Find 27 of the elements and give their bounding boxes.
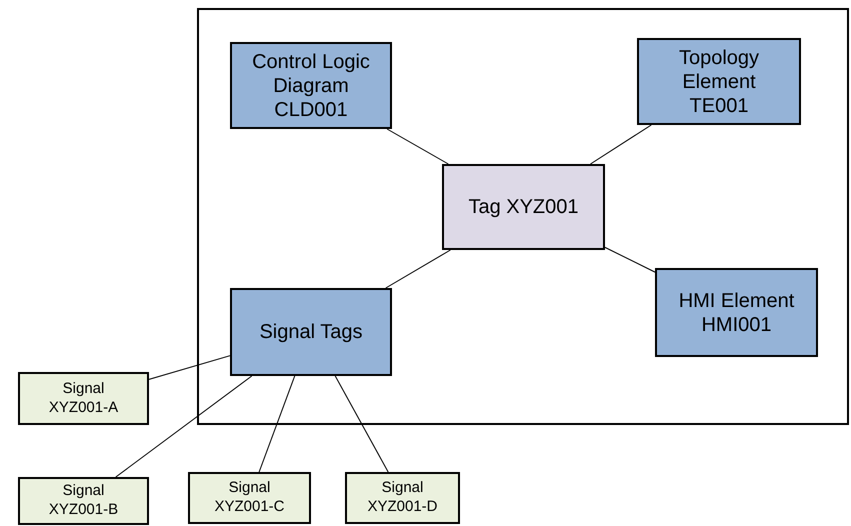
connector-line [148,355,230,380]
node-label: Topology Element TE001 [678,46,760,118]
node-label: HMI Element HMI001 [678,288,796,336]
process-box [188,472,311,524]
process-box [442,164,605,250]
node-label: Signal XYZ001-A [48,380,120,418]
connector-line [115,376,252,478]
process-box [345,472,460,524]
connector-line [604,246,656,273]
connector-line [386,128,449,164]
process-box [637,38,801,125]
process-box [655,268,818,357]
frame-box [197,8,849,425]
connector-line [590,124,652,164]
node-label: Tag XYZ001 [467,195,580,219]
node-label: Signal XYZ001-D [366,479,439,517]
process-box [18,477,149,525]
process-box [230,42,392,129]
node-label: Signal XYZ001-B [48,482,120,520]
connector-line [258,376,296,472]
node-label: Signal Tags [258,320,364,344]
node-label: Control Logic Diagram CLD001 [251,50,371,122]
connector-line [334,376,389,472]
process-box [18,372,149,425]
connector-line [385,250,451,288]
node-label: Signal XYZ001-C [213,479,286,517]
process-box [230,288,392,376]
